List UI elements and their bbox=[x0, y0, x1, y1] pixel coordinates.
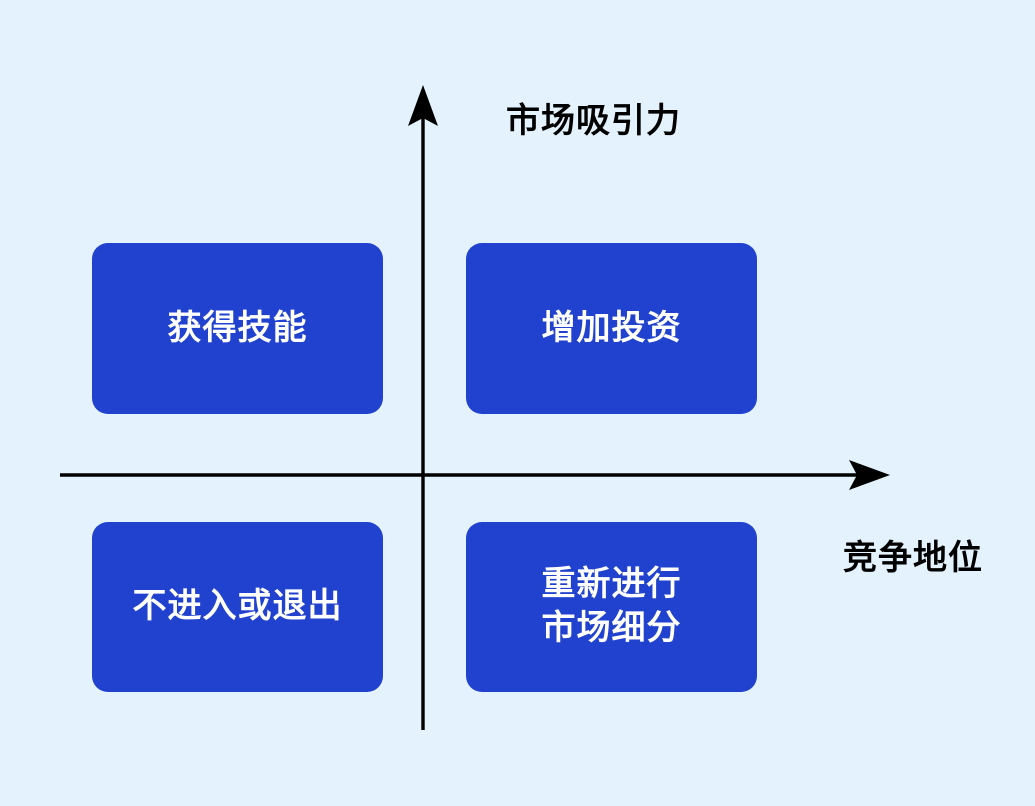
quadrant-box-top-right[interactable]: 增加投资 bbox=[466, 243, 757, 414]
horizontal-axis-label: 竞争地位 bbox=[843, 539, 983, 577]
quadrant-label-top-right: 增加投资 bbox=[541, 308, 682, 347]
quadrant-box-bottom-left[interactable]: 不进入或退出 bbox=[92, 522, 383, 692]
vertical-axis-label: 市场吸引力 bbox=[506, 102, 681, 140]
quadrant-label-bottom-right: 重新进行 市场细分 bbox=[541, 565, 682, 647]
quadrant-label-top-left: 获得技能 bbox=[167, 308, 308, 347]
horizontal-axis-arrow-icon bbox=[849, 460, 890, 490]
quadrant-box-bottom-right[interactable]: 重新进行 市场细分 bbox=[466, 522, 757, 692]
vertical-axis-arrow-icon bbox=[408, 85, 438, 126]
quadrant-box-top-left[interactable]: 获得技能 bbox=[92, 243, 383, 414]
quadrant-label-bottom-left: 不进入或退出 bbox=[132, 587, 343, 626]
